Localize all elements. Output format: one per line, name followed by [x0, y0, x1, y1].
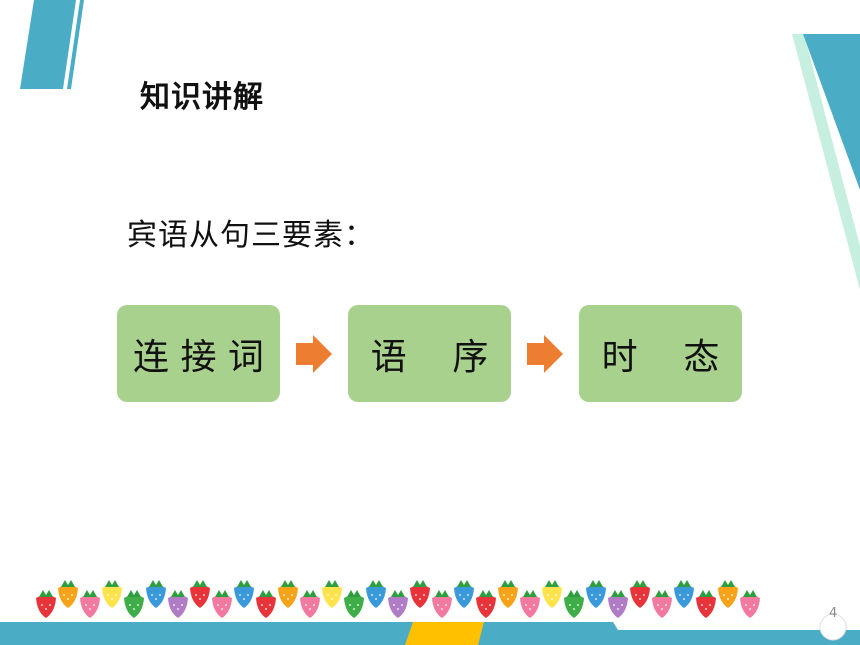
strawberry-icon: [454, 580, 474, 608]
strawberry-icon: [388, 590, 408, 618]
step-box-word-order: 语 序: [348, 305, 511, 402]
strawberry-icon: [190, 580, 210, 608]
strawberry-icon: [278, 580, 298, 608]
arrow-right-icon: [296, 335, 332, 373]
strawberry-icon: [366, 580, 386, 608]
strawberry-icon: [476, 590, 496, 618]
strawberry-icon: [146, 580, 166, 608]
strawberry-row-icon: [36, 580, 760, 618]
strawberry-icon: [652, 590, 672, 618]
strawberry-icon: [256, 590, 276, 618]
slide-subtitle: 宾语从句三要素：: [127, 218, 375, 253]
page-number: 4: [829, 606, 838, 621]
strawberry-icon: [740, 590, 760, 618]
page-number-badge: [819, 613, 847, 641]
strawberry-icon: [696, 590, 716, 618]
strawberry-icon: [168, 590, 188, 618]
strawberry-icon: [410, 580, 430, 608]
strawberry-icon: [498, 580, 518, 608]
strawberry-icon: [564, 590, 584, 618]
step-box-tense: 时 态: [579, 305, 742, 402]
slide-title: 知识讲解: [140, 80, 264, 115]
strawberry-icon: [300, 590, 320, 618]
strawberry-icon: [36, 590, 56, 618]
strawberry-icon: [674, 580, 694, 608]
strawberry-icon: [102, 580, 122, 608]
top-left-bar-large: [20, 0, 76, 89]
strawberry-icon: [542, 580, 562, 608]
strawberry-icon: [630, 580, 650, 608]
strawberry-icon: [586, 580, 606, 608]
step-box-connector: 连 接 词: [117, 305, 280, 402]
strawberry-icon: [58, 580, 78, 608]
strawberry-icon: [212, 590, 232, 618]
strawberry-icon: [608, 590, 628, 618]
top-right-triangle: [803, 34, 860, 190]
strawberry-icon: [234, 580, 254, 608]
bottom-right-tab: [610, 617, 860, 630]
strawberry-icon: [718, 580, 738, 608]
top-right-stripe: [792, 34, 860, 290]
strawberry-icon: [520, 590, 540, 618]
strawberry-icon: [344, 590, 364, 618]
strawberry-icon: [124, 590, 144, 618]
strawberry-icon: [80, 590, 100, 618]
arrow-right-icon: [527, 335, 563, 373]
top-left-bar-thin: [67, 0, 84, 89]
strawberry-icon: [322, 580, 342, 608]
strawberry-icon: [432, 590, 452, 618]
bottom-bar-accent: [405, 622, 484, 645]
